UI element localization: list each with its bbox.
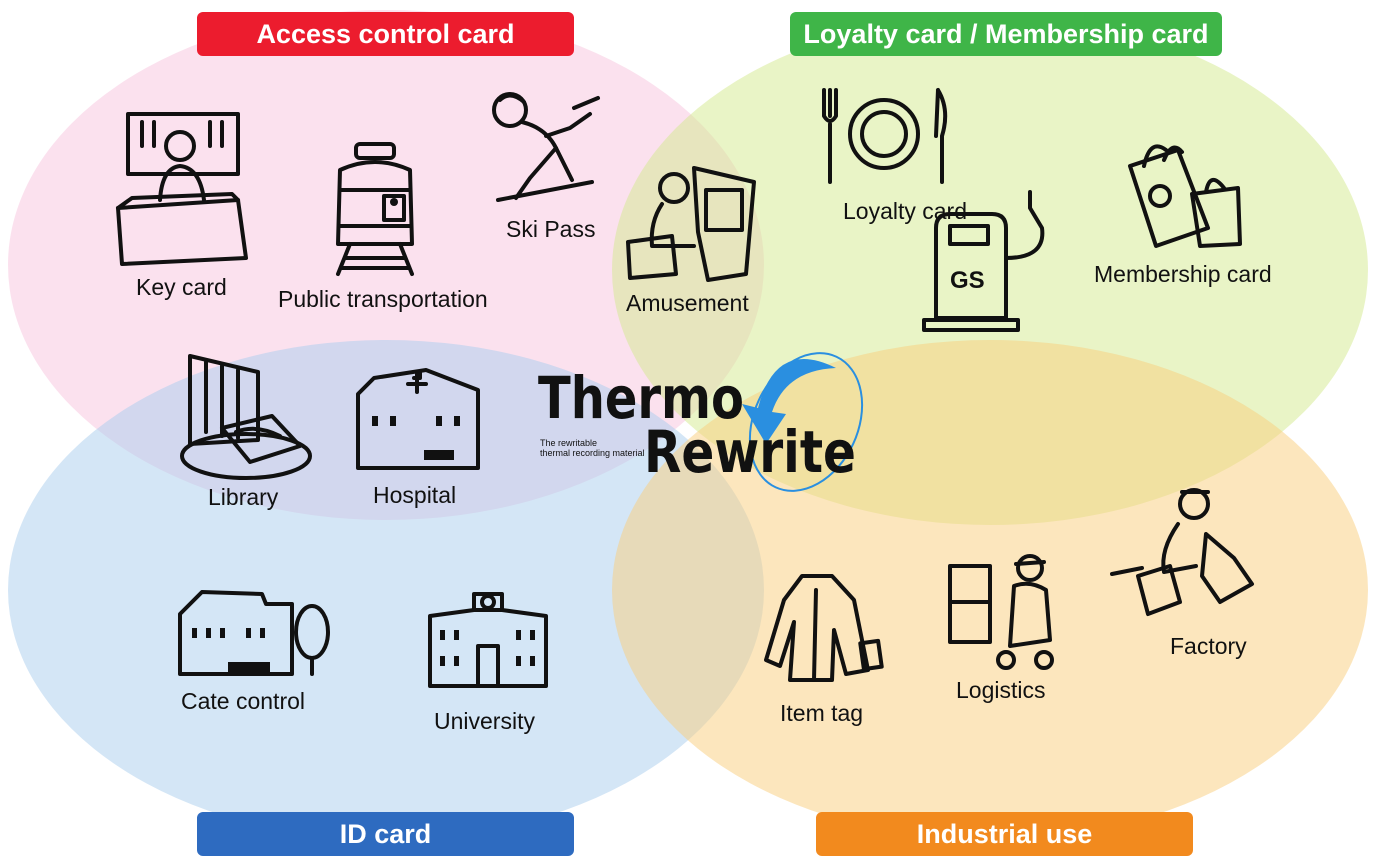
tableware-icon [816,86,956,186]
region-id-card [8,340,764,840]
item-library: Library [208,484,279,510]
item-factory: Factory [1170,633,1247,659]
university-icon [426,586,550,696]
office-building-icon [176,584,330,680]
logo-word-thermo: Thermo [538,364,744,432]
item-membership-card: Membership card [1094,261,1272,287]
category-label-access: Access control card [197,12,574,56]
receptionist-icon [112,108,252,268]
logo-tagline-2: thermal recording material [540,448,645,458]
library-icon [176,352,318,486]
logo-arrow-icon [742,359,836,444]
coat-icon [762,570,886,688]
factory-worker-icon [1108,480,1258,620]
gas-pump-icon: GS [920,188,1050,334]
item-logistics: Logistics [956,677,1046,703]
shopping-bag-icon [1120,136,1250,252]
forklift-worker-icon [944,550,1064,672]
item-amusement: Amusement [626,290,749,316]
arcade-icon [622,162,762,288]
item-public-transportation: Public transportation [278,286,488,312]
thermo-rewrite-logo: Thermo Rewrite The rewritable thermal re… [536,348,866,498]
category-label-industrial: Industrial use [816,812,1193,856]
item-university: University [434,708,535,734]
item-hospital: Hospital [373,482,457,508]
item-loyalty-card: Loyalty card [843,198,968,224]
category-label-id: ID card [197,812,574,856]
train-icon [330,140,420,280]
logo-tagline-1: The rewritable [540,438,597,448]
skier-icon [486,88,616,218]
logo-word-rewrite: Rewrite [644,418,856,486]
gas-station-text: GS [950,267,985,294]
hospital-icon [354,364,484,472]
item-item-tag: Item tag [780,700,864,726]
item-gate-control: Cate control [181,688,306,714]
item-key-card: Key card [136,274,227,300]
item-ski-pass: Ski Pass [506,216,596,242]
logo-orbit-icon [748,352,864,492]
category-label-loyalty: Loyalty card / Membership card [790,12,1222,56]
